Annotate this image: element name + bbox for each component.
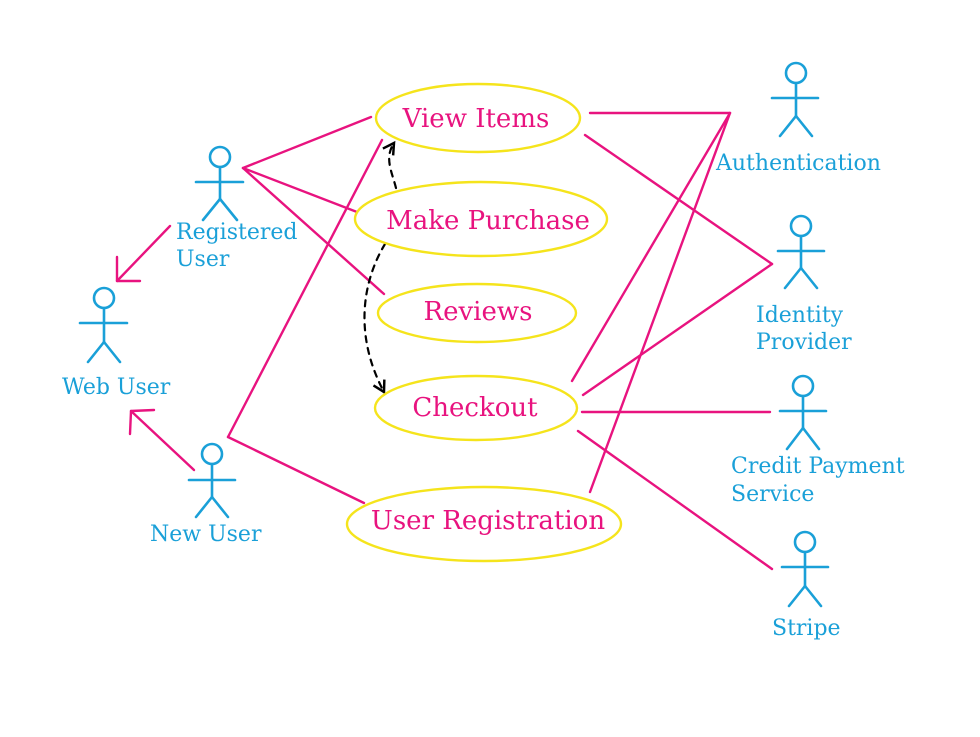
generalization-arrows (115, 224, 196, 472)
assoc-registration-authentication (588, 111, 732, 494)
use-case-view-items: View Items (402, 104, 550, 134)
actor-new-user-icon (187, 442, 237, 519)
assoc-checkout-identity (581, 262, 774, 397)
actor-identity-provider-label-line2: Provider (756, 330, 852, 355)
dependency-make-purchase-to-checkout (363, 242, 387, 395)
assoc-new-user-view-items (226, 138, 384, 439)
actor-credit-payment-label-line1: Credit Payment (731, 454, 905, 479)
actor-credit-payment-label-line2: Service (731, 482, 814, 507)
actor-labels: Registered User Web User New User Authen… (62, 151, 905, 641)
assoc-new-user-registration (226, 435, 366, 505)
use-case-make-purchase: Make Purchase (386, 206, 590, 236)
actor-registered-user-icon (194, 145, 245, 222)
use-case-labels: View Items Make Purchase Reviews Checkou… (371, 104, 605, 536)
assoc-registered-reviews (241, 166, 386, 296)
actor-web-user-icon (78, 286, 129, 364)
generalization-registered-to-web (115, 224, 172, 283)
association-lines (226, 111, 774, 571)
actor-credit-payment-icon (778, 374, 828, 451)
actor-web-user-label: Web User (62, 375, 171, 400)
assoc-registered-view-items (241, 115, 373, 170)
assoc-checkout-authentication (570, 111, 732, 383)
arrowhead-new-to-web (128, 408, 156, 436)
use-case-checkout: Checkout (412, 393, 538, 423)
actor-identity-provider-label-line1: Identity (756, 303, 844, 328)
use-cases (345, 82, 623, 563)
actor-authentication-icon (770, 61, 820, 138)
use-case-user-registration: User Registration (371, 506, 605, 536)
assoc-registered-make-purchase (241, 166, 359, 214)
assoc-checkout-stripe (576, 429, 774, 571)
use-case-view-items-oval (374, 82, 582, 154)
actor-new-user-label: New User (150, 522, 262, 547)
arrowhead-registered-to-web (115, 255, 142, 283)
actor-authentication-label: Authentication (715, 151, 881, 176)
use-case-reviews: Reviews (424, 297, 533, 327)
actor-registered-user-label-line2: User (176, 247, 230, 272)
dependency-arrows (363, 140, 398, 395)
actor-identity-provider-icon (776, 214, 826, 290)
generalization-new-to-web (129, 409, 196, 472)
actor-stripe-label: Stripe (772, 616, 841, 641)
actors (78, 61, 830, 608)
actor-registered-user-label-line1: Registered (176, 220, 297, 245)
use-case-make-purchase-oval (353, 180, 609, 258)
assoc-view-items-identity (583, 133, 774, 266)
use-case-user-registration-oval (345, 485, 623, 563)
dependency-make-purchase-to-view-items (382, 140, 398, 190)
actor-stripe-icon (780, 530, 830, 608)
use-case-checkout-oval (373, 374, 579, 442)
use-case-reviews-oval (376, 282, 578, 344)
